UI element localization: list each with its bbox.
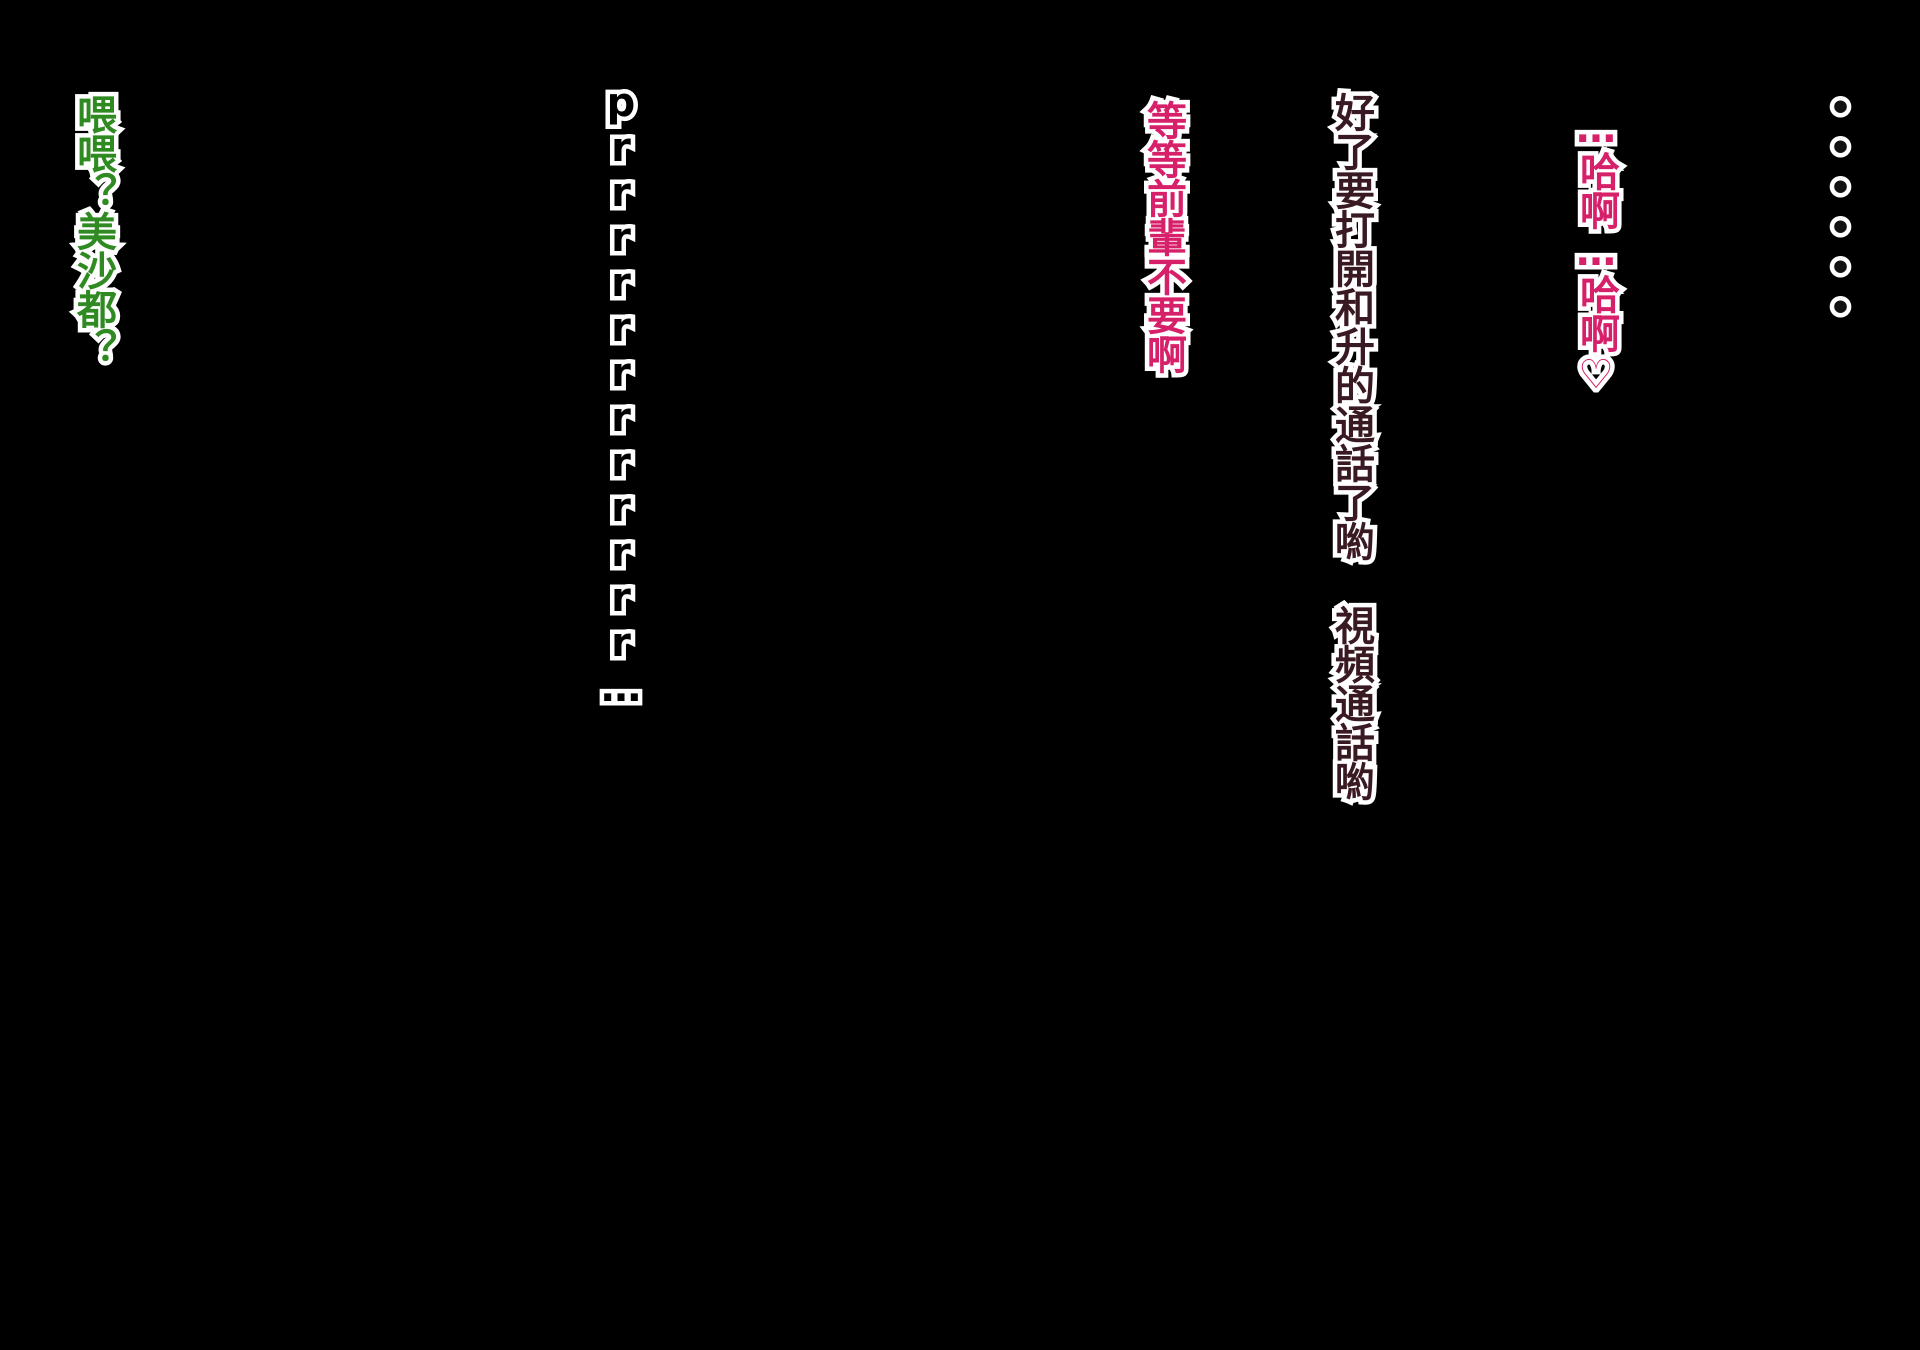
ellipsis-dialogue: •••••• (1816, 84, 1866, 333)
gasp-dialogue: …哈啊…哈啊♡ (1569, 102, 1624, 402)
video-call-dialogue: 好了要打開和升的通話了喲 視頻通話喲 (1324, 88, 1379, 805)
hello-dialogue: 喂喂？美沙都？ (66, 90, 121, 372)
phone-ringing-sfx: prrrrrrrrrrrr… (594, 76, 649, 715)
wait-dialogue: 等等前輩不要啊 (1136, 96, 1191, 378)
